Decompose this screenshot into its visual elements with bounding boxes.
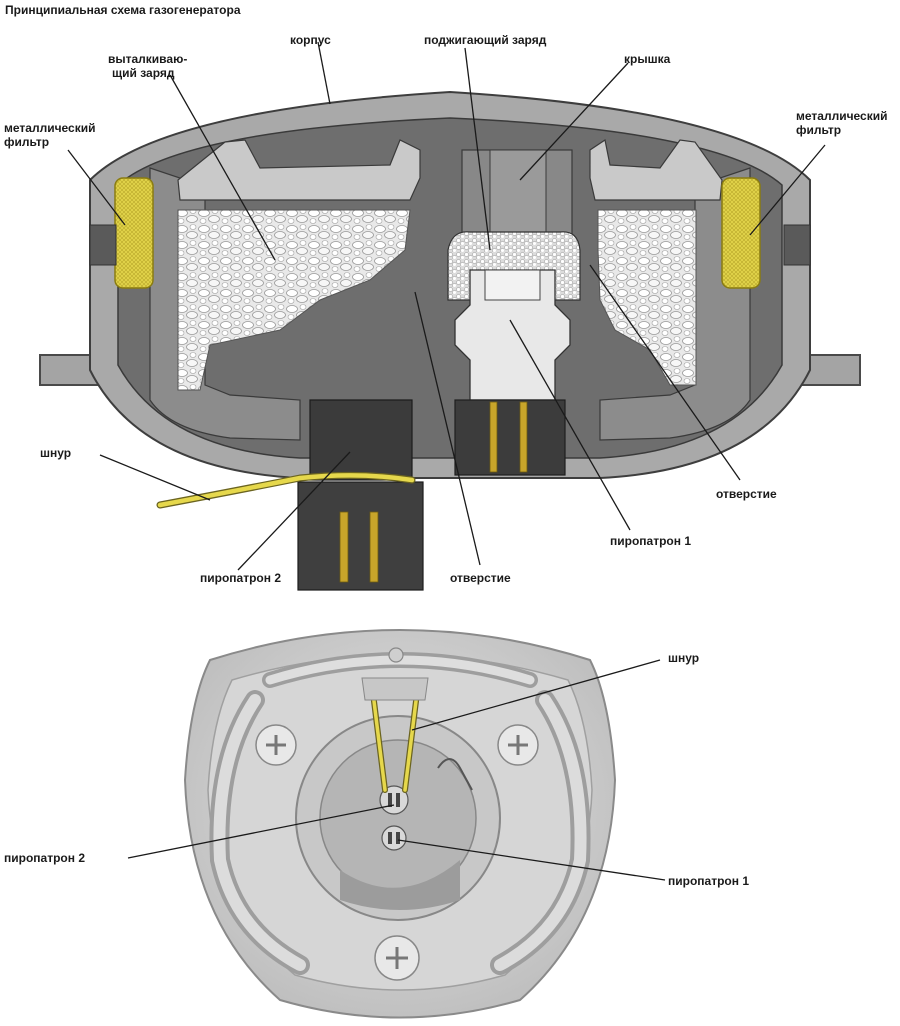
squib-1-pin-b — [519, 401, 528, 473]
central-tube — [489, 149, 547, 241]
metal-filter-right — [721, 177, 761, 289]
label-filter-left-line1: металлический — [4, 121, 96, 135]
diagram-title: Принципиальная схема газогенератора — [5, 3, 241, 17]
label-ignition-charge: поджигающий заряд — [424, 33, 547, 47]
squib-2-housing — [309, 399, 413, 481]
label-filter-right-line2: фильтр — [796, 123, 842, 137]
squib-2-pin-a — [339, 511, 349, 583]
label-hole-bottom: отверстие — [450, 571, 511, 585]
cross-section-diagram — [39, 41, 861, 591]
label-squib-1-top: пиропатрон 1 — [610, 534, 691, 548]
plan-view-diagram — [127, 629, 666, 1019]
leader-lines-top — [67, 41, 826, 571]
label-squib-2-bottom: пиропатрон 2 — [4, 851, 85, 865]
label-body: корпус — [290, 33, 331, 47]
screw-right — [497, 724, 539, 766]
gas-generator-shadow — [340, 860, 460, 910]
label-squib-1-bottom: пиропатрон 1 — [668, 874, 749, 888]
squib-2-pin-b — [369, 511, 379, 583]
metal-filter-left — [114, 177, 154, 289]
outlet-right — [783, 224, 811, 266]
plan-wire — [437, 758, 473, 791]
label-squib-2-top: пиропатрон 2 — [200, 571, 281, 585]
label-lid: крышка — [624, 52, 671, 66]
label-cord-bottom: шнур — [668, 651, 700, 665]
screw-bottom — [374, 935, 420, 981]
squib-1-socket — [454, 399, 566, 476]
label-hole-right: отверстие — [716, 487, 777, 501]
squib-2-connector — [297, 481, 424, 591]
lid-shelf-left — [177, 139, 421, 201]
lid-shelf-right — [589, 139, 723, 201]
pushing-charge-left — [177, 209, 411, 391]
leader-lines-bottom — [127, 659, 666, 881]
label-pushing-charge-line2: щий заряд — [112, 66, 175, 80]
label-cord-top: шнур — [40, 446, 72, 460]
label-filter-left-line2: фильтр — [4, 135, 50, 149]
inner-wall-right — [599, 167, 751, 441]
label-filter-right-line1: металлический — [796, 109, 888, 123]
screw-left — [255, 724, 297, 766]
squib-1-cap — [484, 269, 541, 301]
label-pushing-charge-line1: выталкиваю- — [108, 52, 188, 66]
squib-1-pin-a — [489, 401, 498, 473]
outlet-left — [89, 224, 117, 266]
plan-squib-1 — [381, 825, 407, 851]
